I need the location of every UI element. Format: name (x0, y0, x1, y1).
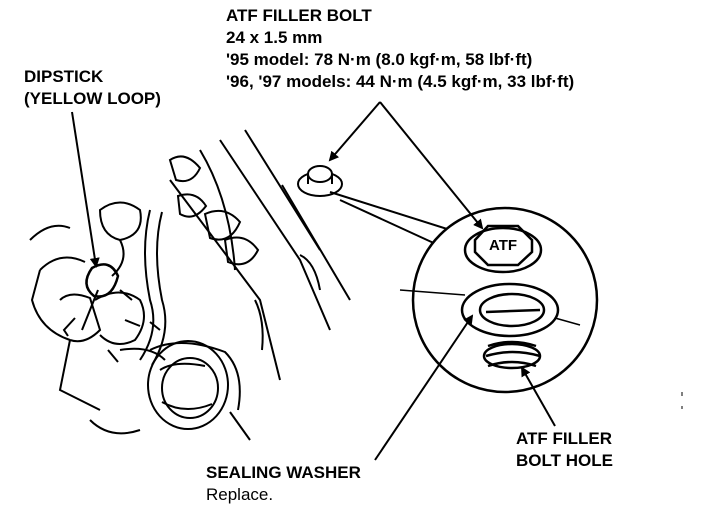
filler-bolt-hole-callout: ATF FILLER BOLT HOLE (516, 428, 613, 472)
sealing-washer-note: Replace. (206, 485, 274, 504)
filler-bolt-hole-line2: BOLT HOLE (516, 451, 613, 470)
atf-filler-bolt-on-engine (297, 165, 343, 197)
atf-filler-bolt-size: 24 x 1.5 mm (226, 28, 323, 47)
leader-bolt-hole (521, 366, 556, 427)
atf-filler-bolt-torque-96-97: '96, '97 models: 44 N·m (4.5 kgf·m, 33 l… (226, 72, 575, 91)
dipstick-callout: DIPSTICK (YELLOW LOOP) (24, 66, 161, 110)
sealing-washer-title: SEALING WASHER (206, 463, 361, 482)
leader-sealing-washer (374, 314, 474, 461)
engine-transmission-drawing (29, 129, 351, 441)
leader-bolt-to-engine (328, 101, 381, 162)
dipstick-subtitle: (YELLOW LOOP) (24, 89, 161, 108)
atf-filler-bolt-callout: ATF FILLER BOLT 24 x 1.5 mm '95 model: 7… (226, 5, 574, 93)
atf-filler-bolt-title: ATF FILLER BOLT (226, 6, 372, 25)
leader-dipstick (71, 111, 100, 268)
sealing-washer-callout: SEALING WASHER Replace. (206, 462, 361, 506)
filler-bolt-hole-line1: ATF FILLER (516, 429, 612, 448)
bolt-head-mark: ATF (489, 237, 517, 254)
leader-bolt-to-detail (379, 101, 484, 230)
dipstick-title: DIPSTICK (24, 67, 104, 86)
leader-lines (71, 101, 556, 461)
detail-magnifier-circle (399, 206, 599, 394)
atf-filler-bolt-torque-95: '95 model: 78 N·m (8.0 kgf·m, 58 lbf·ft) (226, 50, 533, 69)
